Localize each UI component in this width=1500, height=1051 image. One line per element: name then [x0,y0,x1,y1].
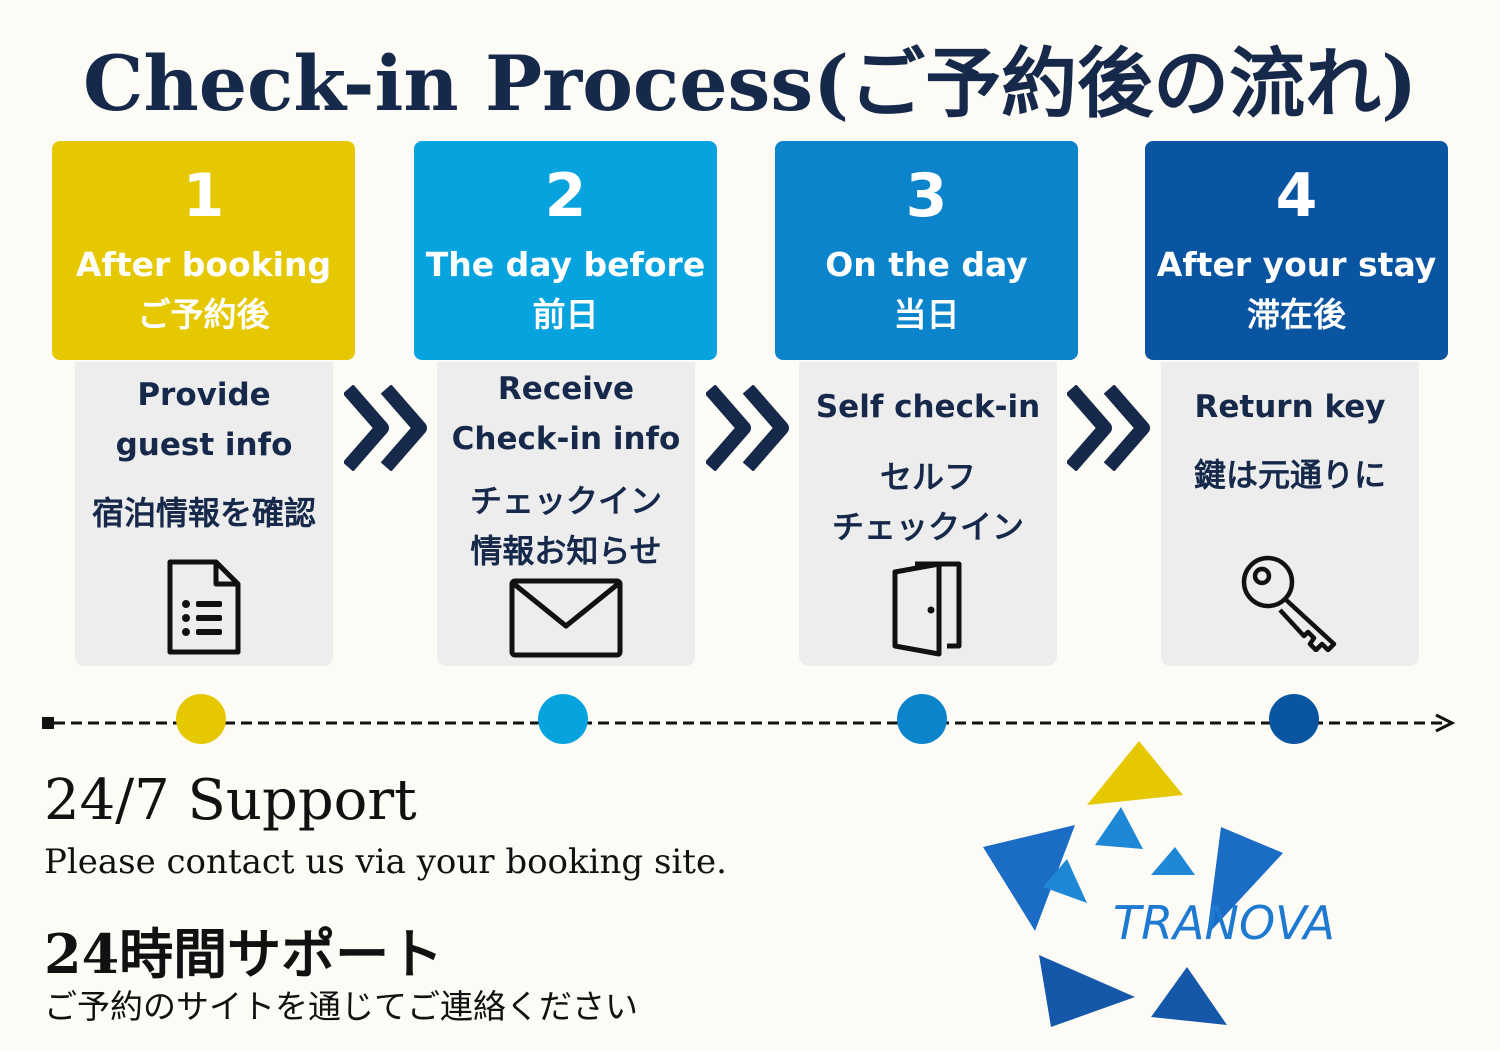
step-2-header: 2 The day before 前日 [414,141,717,360]
timeline-dot-2 [538,694,588,744]
step-2-card: Receive Check-in info チェックイン 情報お知らせ [437,362,695,666]
tranova-logo: TRANOVA [983,741,1335,1027]
step-4-card-jp: 鍵は元通りに [1193,456,1386,494]
logo-text: TRANOVA [1113,896,1335,950]
step-3-number: 3 [905,161,948,231]
step-3-card: Self check-in セルフ チェックイン [799,362,1057,666]
support-title-jp: 24時間サポート [44,922,444,986]
step-1-card-line: guest info [115,427,293,463]
step-4-card-line: Return key [1194,389,1386,425]
step-4-label-jp: 滞在後 [1247,295,1346,334]
step-1-number: 1 [182,161,225,231]
step-2-card-jp: チェックイン [469,482,662,520]
step-1-label-en: After booking [75,245,332,284]
timeline-dot-3 [897,694,947,744]
step-4-label-en: After your stay [1156,245,1437,284]
step-1-header: 1 After booking ご予約後 [52,141,355,360]
step-2-number: 2 [544,161,587,231]
support-text-jp: ご予約のサイトを通じてご連絡ください [44,987,638,1026]
step-3-card-line: Self check-in [815,389,1041,425]
timeline [42,694,1456,744]
step-2-card-line: Check-in info [451,421,681,457]
timeline-dot-4 [1269,694,1319,744]
timeline-dot-1 [176,694,226,744]
step-4-header: 4 After your stay 滞在後 [1145,141,1448,360]
step-2-label-en: The day before [425,245,706,284]
step-2-card-line: Receive [497,371,635,407]
door-icon [892,561,962,657]
key-icon [1241,555,1337,652]
step-2-card-jp: 情報お知らせ [470,532,662,570]
support-text-en: Please contact us via your booking site. [44,842,727,882]
step-4-number: 4 [1275,161,1318,231]
step-1-card-jp: 宿泊情報を確認 [91,494,316,532]
envelope-icon [509,578,623,658]
arrow-right-icon [1435,713,1456,733]
timeline-start-marker [42,717,54,729]
chevron-right-icon [706,385,789,471]
step-3-label-en: On the day [825,245,1028,284]
step-2-label-jp: 前日 [532,295,599,334]
page-title: Check-in Process(ご予約後の流れ) [82,39,1418,128]
chevron-right-icon [1067,385,1150,471]
step-1-label-jp: ご予約後 [137,295,270,334]
step-3-card-jp: チェックイン [831,508,1024,546]
step-1-card: Provide guest info 宿泊情報を確認 [75,362,333,666]
step-3-header: 3 On the day 当日 [775,141,1078,360]
document-list-icon [167,559,241,655]
step-3-label-jp: 当日 [893,295,960,334]
step-1-card-line: Provide [137,377,271,413]
step-3-card-jp: セルフ [879,458,976,496]
chevron-right-icon [344,385,427,471]
support-title-en: 24/7 Support [44,768,417,833]
step-4-card: Return key 鍵は元通りに [1161,362,1419,666]
